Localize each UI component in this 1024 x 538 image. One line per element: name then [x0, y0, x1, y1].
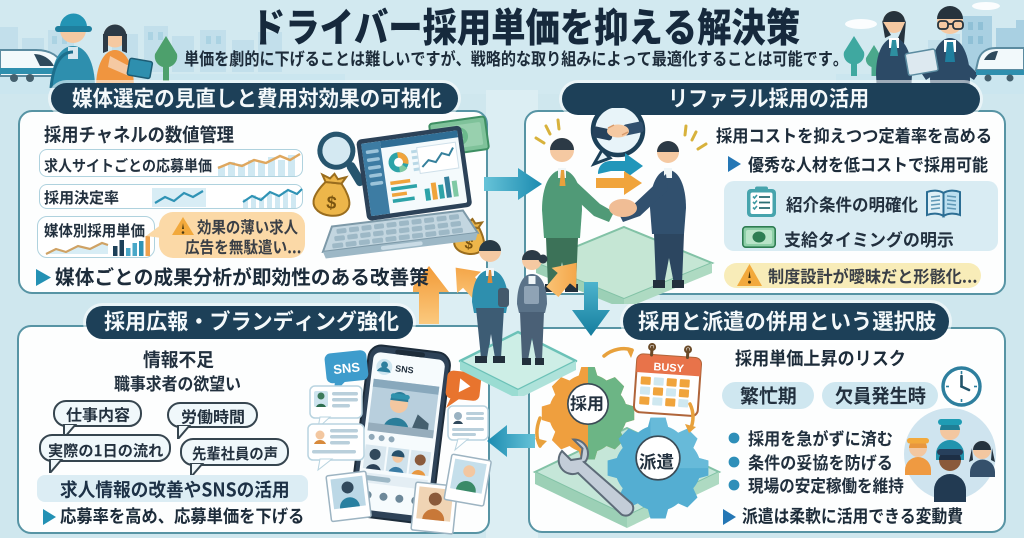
svg-text:$: $: [464, 235, 475, 253]
svg-text:SNS: SNS: [395, 363, 415, 375]
svg-text:SNS: SNS: [333, 359, 361, 377]
svg-text:$: $: [325, 192, 337, 213]
svg-text:BUSY: BUSY: [653, 361, 685, 375]
